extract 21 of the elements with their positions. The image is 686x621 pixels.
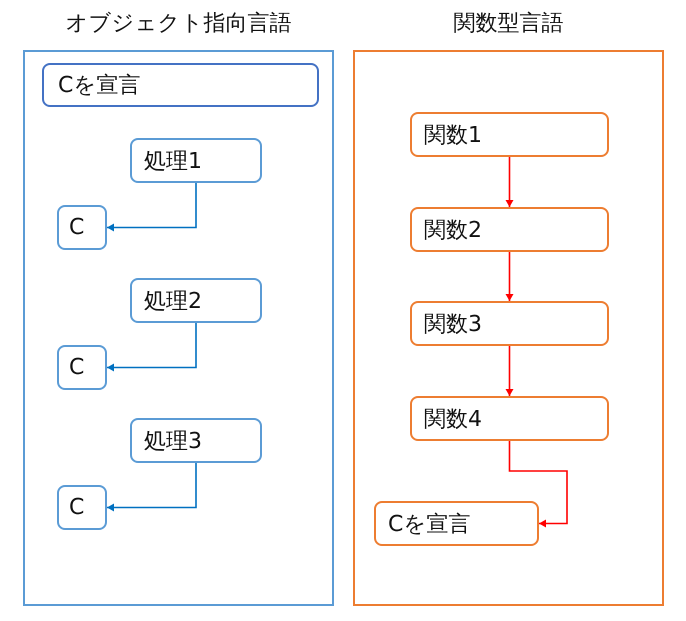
process-box: 処理1 [130, 138, 262, 183]
arrow [506, 252, 514, 301]
process-box: C [57, 485, 107, 530]
process-box: C [57, 345, 107, 390]
process-box: Cを宣言 [42, 63, 319, 107]
process-box: Cを宣言 [374, 501, 539, 546]
arrow [506, 346, 514, 396]
process-box: 処理3 [130, 418, 262, 463]
process-box: C [57, 205, 107, 250]
arrow [107, 183, 197, 232]
arrow [107, 463, 197, 512]
arrow [506, 157, 514, 207]
process-box: 関数1 [410, 112, 609, 157]
process-box: 関数3 [410, 301, 609, 346]
arrow [107, 323, 197, 372]
process-box: 関数4 [410, 396, 609, 441]
process-box: 関数2 [410, 207, 609, 252]
process-box: 処理2 [130, 278, 262, 323]
arrow [508, 441, 568, 528]
panel-heading: 関数型言語 [452, 10, 564, 38]
panel-heading: オブジェクト指向言語 [64, 10, 292, 38]
